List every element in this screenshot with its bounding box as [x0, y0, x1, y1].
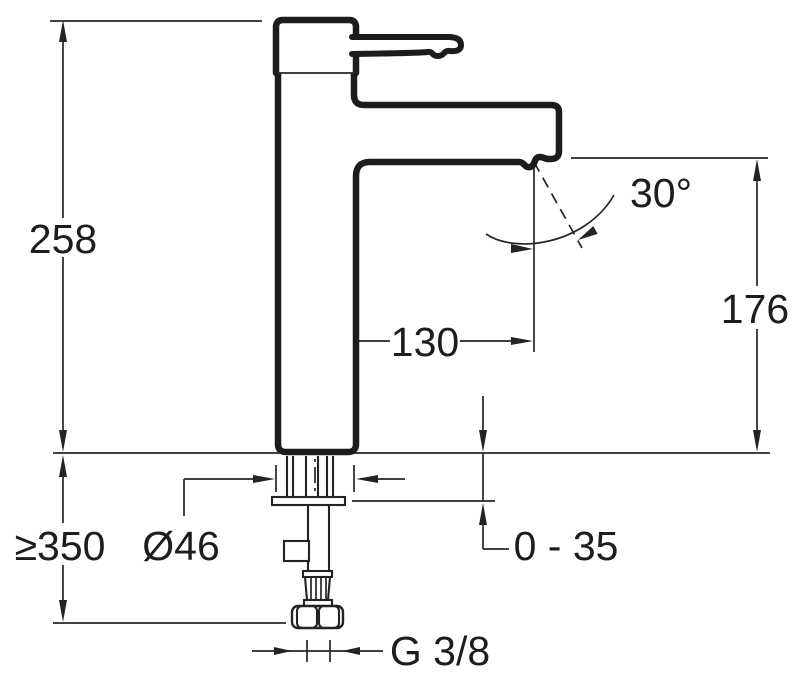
- dim-deck-thickness-lines: [479, 396, 509, 550]
- mounting-studs: [285, 456, 335, 497]
- angle-ray-dashed: [533, 161, 583, 249]
- faucet-handle: [349, 34, 464, 59]
- reference-lines: [50, 20, 770, 624]
- mounting-nut: [282, 539, 311, 563]
- dimension-labels: 258 ≥350 Ø46 130 176 30° 0 - 35 G 3/8: [15, 170, 790, 674]
- dim-min-clearance-label: ≥350: [15, 523, 106, 569]
- dim-handle-angle-label: 30°: [630, 170, 692, 216]
- under-counter-parts: [270, 456, 347, 630]
- dim-deck-thickness-label: 0 - 35: [514, 523, 619, 569]
- dim-base-diameter-lines: [183, 465, 405, 516]
- dim-connection-size-label: G 3/8: [390, 628, 490, 674]
- dim-total-height-lines: [59, 20, 67, 452]
- dim-min-clearance-lines: [59, 455, 67, 622]
- dim-total-height-label: 258: [29, 216, 97, 262]
- hex-nut: [290, 604, 345, 630]
- flange-washer: [270, 495, 347, 507]
- faucet-body-and-spout: [274, 67, 563, 456]
- dim-connection-lines: [252, 640, 383, 662]
- dim-base-diameter-label: Ø46: [142, 523, 220, 569]
- dim-outlet-height-label: 176: [721, 286, 789, 332]
- hose-connector: [301, 569, 334, 608]
- angle-arc: [485, 194, 615, 245]
- faucet-outline: [272, 16, 563, 456]
- faucet-cap: [272, 16, 360, 77]
- dim-spout-reach-label: 130: [391, 319, 459, 365]
- dim-outlet-height-lines: [753, 159, 761, 452]
